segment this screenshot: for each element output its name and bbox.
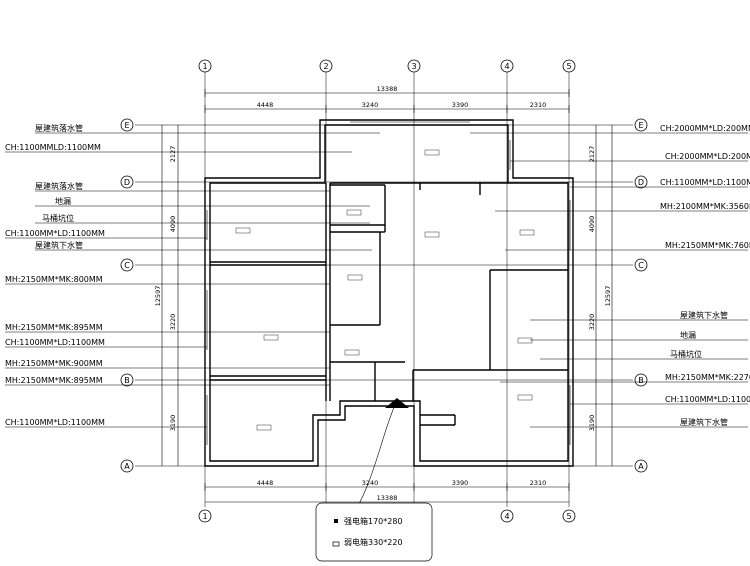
weak-box-symbol [332, 541, 340, 547]
annotation-label: MH:2150MM*MK:760MM [665, 241, 750, 250]
dimension-total: 13388 [377, 494, 398, 502]
row-bubble: A [124, 462, 130, 471]
dimension-total: 12597 [604, 286, 612, 307]
windows [206, 121, 571, 445]
dimension-segment: 4448 [257, 479, 274, 487]
dimension-segment: 3240 [362, 101, 379, 109]
annotation-label: MH:2150MM*MK:2270MM [665, 373, 750, 382]
annotation-label: CH:1100MM*LD:1100MM [5, 338, 105, 347]
strong-box-symbol [334, 519, 338, 523]
annotation-label: CH:2000MM*LD:200MM [660, 124, 750, 133]
annotation-label: CH:2000MM*LD:200MM [665, 152, 750, 161]
annotation-label: 屋建筑下水管 [680, 310, 728, 320]
annotation-label: 马桶坑位 [670, 349, 702, 359]
row-bubble: D [124, 178, 130, 187]
dimension-segment: 2127 [588, 146, 596, 163]
annotation-label: 屋建筑落水管 [35, 181, 83, 191]
annotation-label: 屋建筑下水管 [35, 240, 83, 250]
dimension-segment: 3220 [588, 314, 596, 331]
annotation-label: MH:2150MM*MK:800MM [5, 275, 103, 284]
annotation-label: CH:1100MM*LD:1100MM [5, 229, 105, 238]
annotation-label: MH:2150MM*MK:895MM [5, 323, 103, 332]
row-bubble: C [638, 261, 644, 270]
row-bubble: C [124, 261, 130, 270]
column-bubble: 2 [323, 62, 328, 71]
dimension-segment: 2310 [530, 101, 547, 109]
column-bubble: 3 [411, 62, 416, 71]
row-bubble: E [124, 121, 129, 130]
bottom-dimension-chain: 4448 3240 3390 2310 13388 [204, 479, 570, 503]
annotation-label: CH:1100MMLD:1100MM [5, 143, 101, 152]
annotation-label: CH:1100MM*LD:1100MM [5, 418, 105, 427]
dimension-segment: 3390 [452, 479, 469, 487]
dimension-segment: 2127 [169, 146, 177, 163]
legend-strong-electric-box: 强电箱170*280 [344, 516, 403, 526]
annotation-label: MH:2100MM*MK:3560MM [660, 202, 750, 211]
annotation-label: 地漏 [55, 196, 71, 206]
column-axis-bubbles-top: 1 2 3 4 5 [198, 59, 576, 73]
dimension-total: 13388 [377, 85, 398, 93]
right-dimension-chain: 2127 4090 3220 3190 12597 [588, 125, 613, 466]
dimension-segment: 4448 [257, 101, 274, 109]
column-bubble: 4 [504, 512, 509, 521]
annotation-label: 马桶坑位 [42, 213, 74, 223]
electrical-legend: 强电箱170*280 弱电箱330*220 [315, 502, 433, 562]
annotation-label: CH:1100MM*LD:1100MM [660, 178, 750, 187]
row-axis-bubbles-right: E D C B A [634, 118, 648, 473]
building-walls [204, 119, 574, 467]
annotation-label: 地漏 [680, 330, 696, 340]
row-axis-bubbles-left: E D C B A [120, 118, 134, 473]
annotation-label: CH:1100MM*LD:1100MM [665, 395, 750, 404]
column-bubble: 1 [202, 512, 207, 521]
room-tags [235, 149, 535, 431]
annotation-label: MH:2150MM*MK:895MM [5, 376, 103, 385]
dimension-segment: 3390 [452, 101, 469, 109]
column-bubble: 1 [202, 62, 207, 71]
row-bubble: B [638, 376, 644, 385]
row-bubble: B [124, 376, 130, 385]
column-bubble: 5 [566, 512, 571, 521]
left-dimension-chain: 2127 4090 3220 3190 12597 [154, 125, 179, 466]
dimension-segment: 2310 [530, 479, 547, 487]
dimension-segment: 4090 [169, 216, 177, 233]
legend-weak-electric-box: 弱电箱330*220 [344, 537, 403, 547]
left-annotations: 屋建筑落水管 CH:1100MMLD:1100MM 屋建筑落水管 地漏 马桶坑位… [5, 123, 380, 428]
annotation-label: 屋建筑落水管 [35, 123, 83, 133]
row-bubble: A [638, 462, 644, 471]
annotation-label: 屋建筑下水管 [680, 417, 728, 427]
dimension-segment: 3190 [588, 415, 596, 432]
column-bubble: 4 [504, 62, 509, 71]
right-annotations: CH:2000MM*LD:200MM CH:2000MM*LD:200MM CH… [470, 124, 750, 428]
row-bubble: E [638, 121, 643, 130]
dimension-segment: 4090 [588, 216, 596, 233]
annotation-label: MH:2150MM*MK:900MM [5, 359, 103, 368]
dimension-segment: 3220 [169, 314, 177, 331]
top-dimension-chain: 13388 4448 3240 3390 2310 [204, 85, 570, 113]
column-bubble: 5 [566, 62, 571, 71]
dimension-total: 12597 [154, 286, 162, 307]
dimension-segment: 3190 [169, 415, 177, 432]
dimension-segment: 3240 [362, 479, 379, 487]
row-bubble: D [638, 178, 644, 187]
